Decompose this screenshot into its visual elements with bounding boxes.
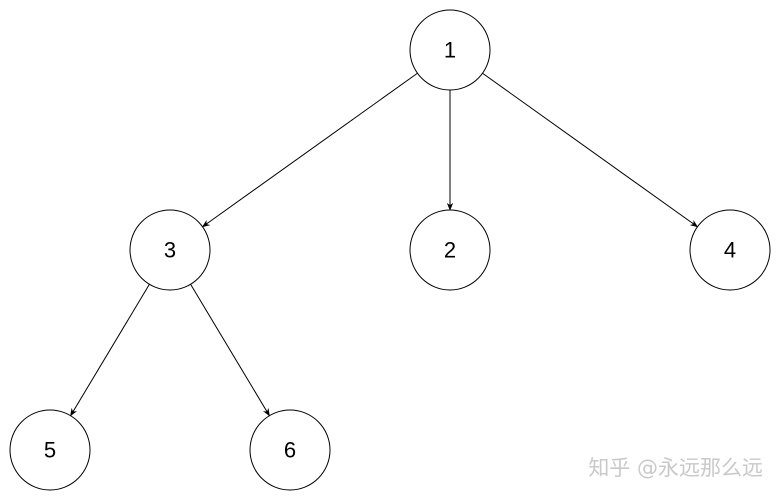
node-label: 3 [164, 238, 176, 263]
watermark: 知乎 @永远那么远 [588, 456, 763, 480]
node-6: 6 [249, 409, 331, 491]
node-3: 3 [129, 209, 211, 291]
node-label: 4 [724, 238, 736, 263]
node-circle [129, 209, 211, 291]
edges-layer [70, 72, 699, 417]
node-circle [249, 409, 331, 491]
node-circle [409, 209, 491, 291]
node-label: 6 [284, 438, 296, 463]
node-circle [689, 209, 771, 291]
edge-n3-n6 [190, 284, 270, 417]
node-label: 1 [444, 38, 456, 63]
node-circle [9, 409, 91, 491]
edge-n3-n5 [70, 284, 150, 417]
edge-n1-n3 [201, 72, 418, 228]
edge-n1-n4 [482, 72, 699, 228]
node-circle [409, 9, 491, 91]
nodes-layer: 1 3 2 4 5 6 [9, 9, 771, 491]
node-label: 5 [44, 438, 56, 463]
node-1: 1 [409, 9, 491, 91]
node-label: 2 [444, 238, 456, 263]
node-4: 4 [689, 209, 771, 291]
node-5: 5 [9, 409, 91, 491]
node-2: 2 [409, 209, 491, 291]
